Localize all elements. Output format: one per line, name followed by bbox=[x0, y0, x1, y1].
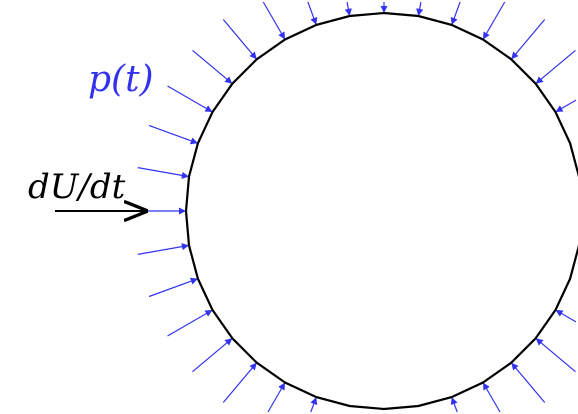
pressure-arrow bbox=[450, 396, 458, 413]
pressure-arrow bbox=[262, 1, 286, 40]
pressure-arrow bbox=[555, 309, 577, 323]
pressure-label: p(t) bbox=[88, 59, 154, 100]
pressure-arrow bbox=[267, 382, 286, 413]
pressure-arrow bbox=[535, 49, 576, 85]
pressure-arrows bbox=[134, 1, 577, 413]
pressure-arrow bbox=[137, 167, 190, 179]
pressure-arrow bbox=[344, 1, 352, 17]
pressure-arrow bbox=[222, 19, 258, 60]
bubble-outline bbox=[184, 11, 578, 411]
pressure-arrow bbox=[450, 1, 461, 26]
pressure-arrow bbox=[192, 337, 233, 373]
pressure-arrow bbox=[307, 1, 318, 26]
pressure-arrow bbox=[192, 49, 233, 85]
pressure-arrow bbox=[137, 243, 190, 255]
velocity-rate-label: dU/dt bbox=[28, 167, 126, 207]
pressure-arrow bbox=[482, 1, 506, 40]
pressure-arrow bbox=[222, 362, 258, 403]
pressure-arrow bbox=[510, 362, 546, 403]
pressure-arrow bbox=[167, 309, 213, 337]
pressure-arrow bbox=[555, 99, 577, 113]
pressure-arrow bbox=[482, 382, 501, 413]
pressure-arrow bbox=[510, 19, 546, 60]
pressure-arrow bbox=[310, 396, 318, 413]
pressure-arrow bbox=[416, 1, 424, 17]
pressure-arrow bbox=[148, 124, 199, 145]
pressure-arrow bbox=[535, 337, 576, 373]
pressure-arrow bbox=[148, 277, 199, 298]
pressure-arrow bbox=[167, 85, 213, 113]
